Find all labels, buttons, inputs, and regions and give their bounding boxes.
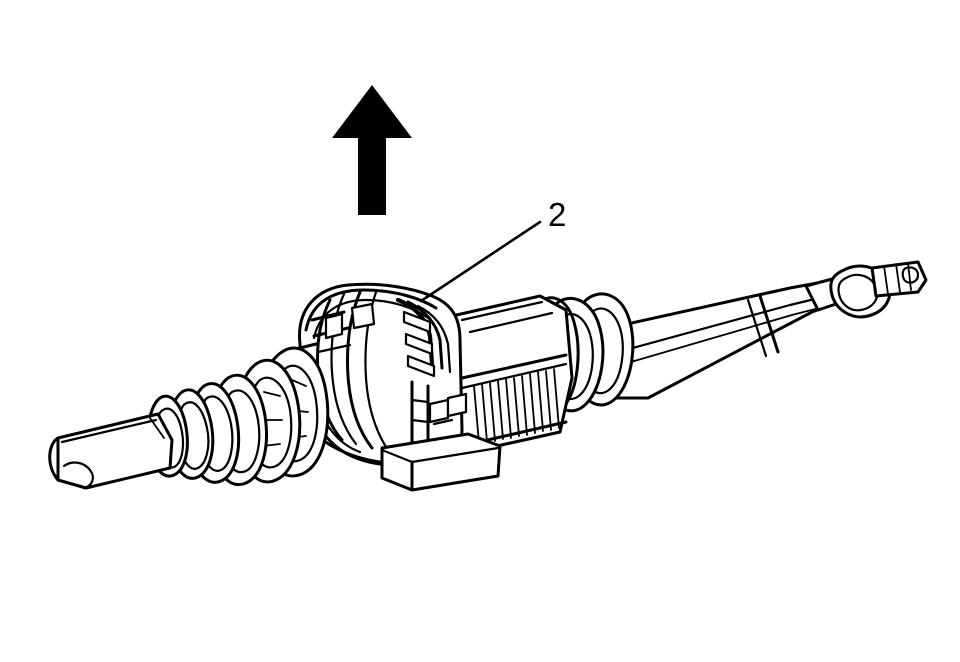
housing-latch-block-1: [428, 398, 450, 424]
removal-direction-arrow: [332, 85, 412, 215]
housing-boss-tab-1: [402, 310, 432, 334]
housing-post-rung-1: [410, 398, 430, 404]
housing-face-rib-4: [298, 342, 318, 350]
splined-shaft-end: [870, 260, 928, 298]
callout-2-leader-line: [419, 220, 542, 303]
upper-steering-shaft: [598, 260, 928, 400]
spline-tooth-1: [883, 265, 889, 295]
housing-top-edge-1: [460, 300, 544, 322]
lower-shaft-end-notch: [62, 461, 94, 490]
ring-5-spoke-1: [263, 391, 281, 397]
housing-top-edge-2: [468, 311, 554, 334]
lock-housing-upper-rib: [395, 297, 435, 367]
housing-rib-texture: [473, 368, 560, 444]
lower-steering-shaft: [48, 412, 174, 490]
lock-housing-cap-top: [304, 288, 438, 332]
housing-latch-edge: [432, 418, 454, 426]
housing-slot-2: [350, 302, 376, 330]
housing-rib-divider-2: [460, 362, 568, 390]
upper-shaft-step-edge: [758, 294, 780, 354]
rear-seal-ring-3: [538, 296, 580, 408]
collar-ring-inner: [837, 273, 879, 312]
housing-boss-tab-2: [404, 332, 434, 356]
housing-face-rib-3: [316, 343, 352, 354]
housing-post-rung-2: [410, 418, 430, 424]
lock-housing-upper-rib-2: [406, 300, 444, 370]
ribbed-housing-body: [446, 294, 574, 454]
spline-end-hole: [901, 266, 920, 284]
ring-6-spoke-1: [291, 379, 307, 387]
mounting-bracket: [380, 432, 502, 492]
housing-boss-tab-3: [406, 354, 436, 378]
lower-shaft-right-edge: [149, 417, 165, 439]
housing-rib-divider: [460, 353, 568, 380]
lock-housing: [298, 282, 468, 467]
upper-shaft-step-edge-2: [746, 298, 768, 358]
housing-slot-1: [324, 312, 344, 340]
lock-housing-upper-rib-3: [416, 304, 452, 374]
direction-arrow-shape: [332, 85, 412, 215]
housing-latch-block-2: [446, 392, 468, 418]
spline-tooth-2: [895, 263, 901, 293]
callout-2-label: 2: [548, 196, 566, 233]
housing-face-rib-1: [310, 310, 346, 322]
bracket-top-edge: [380, 446, 500, 464]
lower-shaft-end-curve: [48, 436, 60, 482]
lower-shaft-top-highlight: [60, 418, 158, 444]
callout-2: 2: [419, 196, 566, 303]
